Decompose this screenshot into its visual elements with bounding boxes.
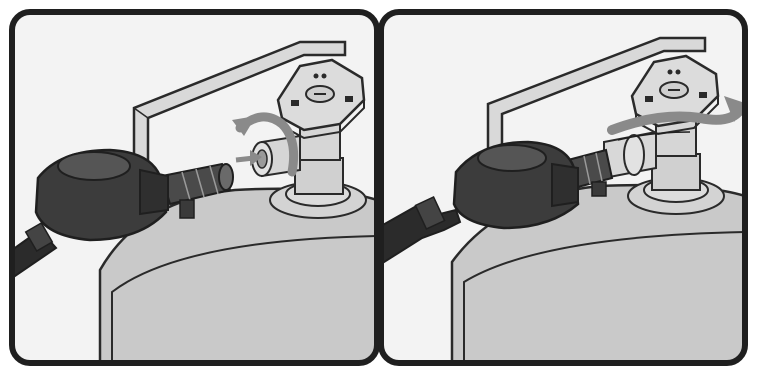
connector-lever xyxy=(592,182,606,196)
connector-lever xyxy=(180,200,194,218)
handwheel-marking-icon xyxy=(668,70,673,75)
handwheel-marking-icon xyxy=(676,70,681,75)
handwheel-marking-icon xyxy=(345,96,353,102)
handwheel-marking-icon xyxy=(645,96,653,102)
handwheel-marking-icon xyxy=(322,74,327,79)
handwheel-marking-icon xyxy=(314,74,319,79)
handwheel-marking-icon xyxy=(291,100,299,106)
panel-step-2 xyxy=(381,12,748,373)
gas-regulator xyxy=(36,150,168,240)
handwheel-marking-icon xyxy=(699,92,707,98)
panel-step-1 xyxy=(12,12,377,373)
